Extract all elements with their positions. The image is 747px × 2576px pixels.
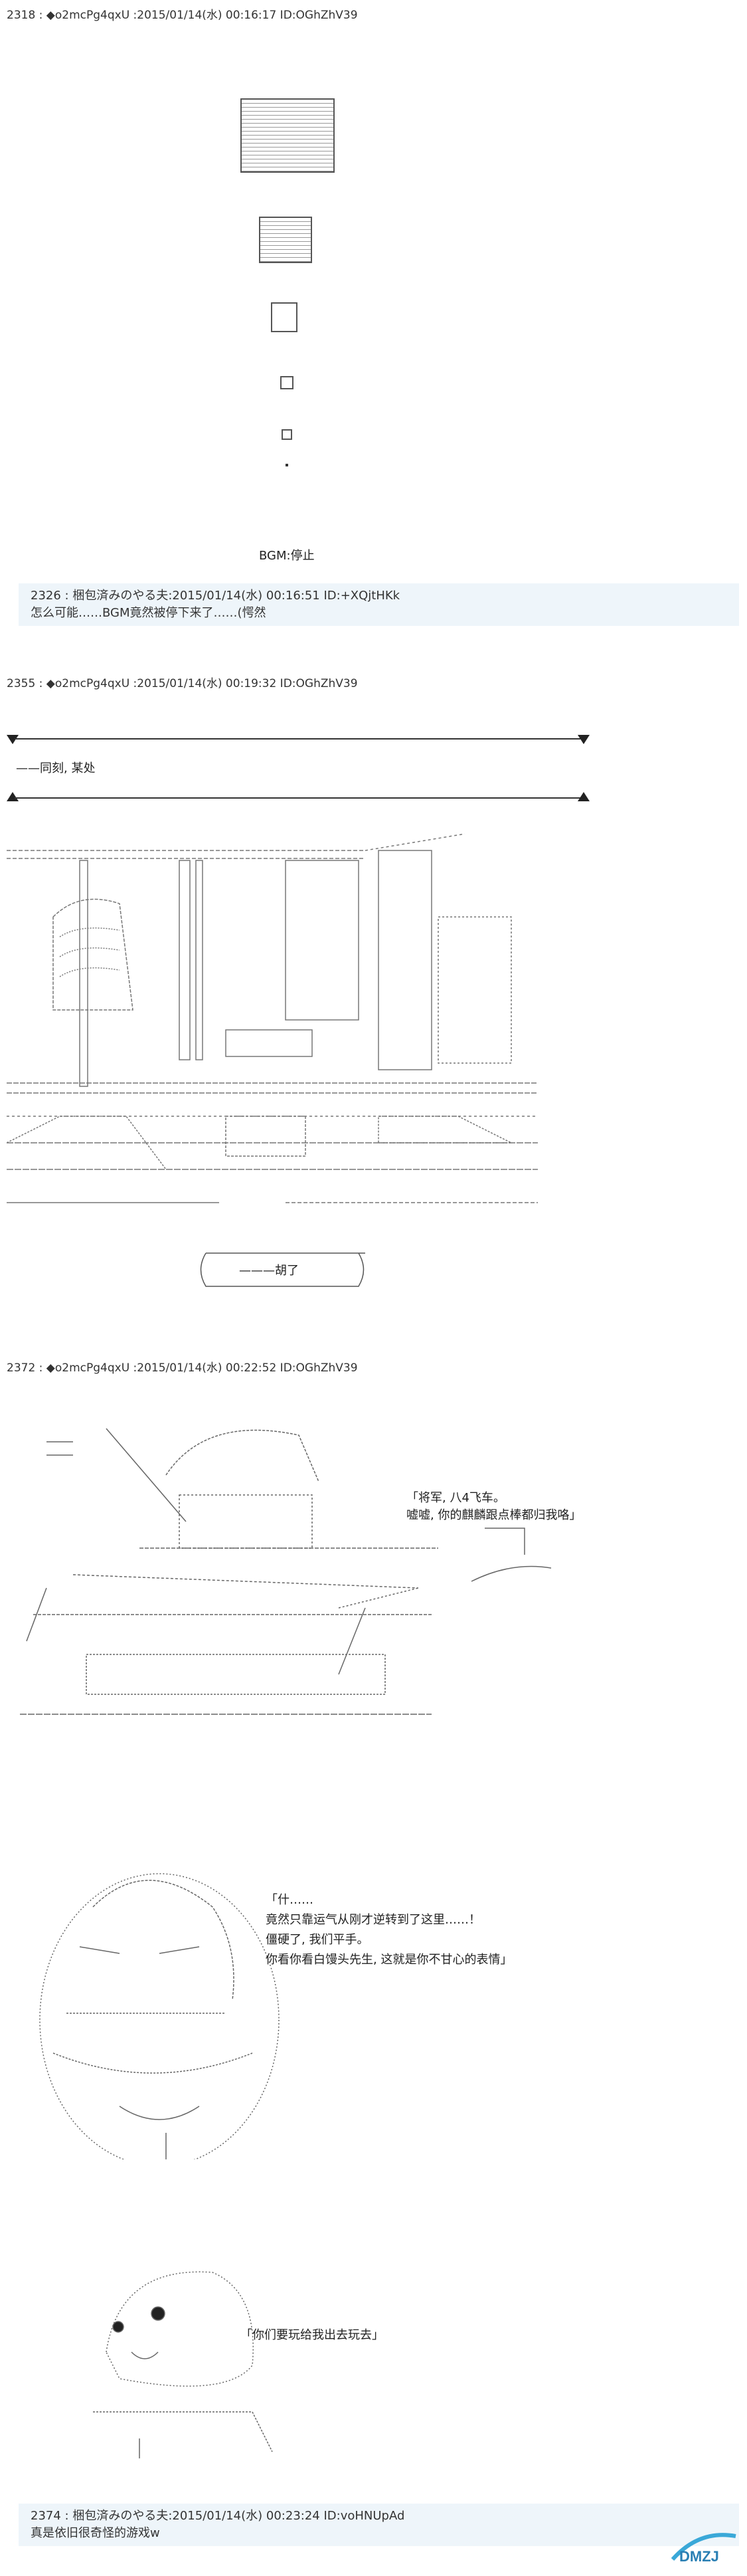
mahjong-players-svg: [20, 1428, 552, 1715]
bgm-status: BGM:停止: [259, 549, 315, 563]
speech-line: 「将军, 八4飞车。: [406, 1491, 505, 1505]
logo-text: DMZJ: [679, 2548, 719, 2565]
reply-block: 2326 : 梱包済みのやる夫:2015/01/14(水) 00:16:51 I…: [19, 583, 739, 626]
fading-dot: [286, 464, 288, 466]
manju-character-svg: [93, 2271, 273, 2458]
fading-window-small: [271, 302, 297, 332]
tile-frame: [193, 1246, 372, 1293]
separator-line: [15, 797, 580, 799]
fading-window-large: [240, 98, 335, 173]
town-scene-svg: [7, 833, 538, 1203]
scene-title: ——同刻, 某处: [16, 761, 96, 775]
fading-window-medium: [259, 217, 312, 263]
reply-text: 怎么可能……BGM竟然被停下来了……(愕然: [31, 606, 266, 620]
speech-text: 「你们要玩给我出去玩去」: [240, 2328, 384, 2342]
speech-line: 竟然只靠运气从刚才逆转到了这里……！: [266, 1913, 481, 1927]
speech-line: 你看你看白馒头先生, 这就是你不甘心的表情」: [266, 1953, 513, 1967]
tile-caption: ———胡了: [239, 1264, 299, 1278]
speech-line: 嘘嘘, 你的麒麟跟点棒都归我咯」: [406, 1508, 582, 1522]
manju-character-art: [80, 2259, 279, 2458]
triangle-up-icon: [578, 792, 590, 801]
reply-block: 2374 : 梱包済みのやる夫:2015/01/14(水) 00:23:24 I…: [19, 2504, 739, 2546]
reply-header: 2374 : 梱包済みのやる夫:2015/01/14(水) 00:23:24 I…: [31, 2509, 405, 2523]
mahjong-players-art: [7, 1415, 571, 1734]
fading-window-mini: [282, 429, 292, 440]
tile-frame-svg: [200, 1252, 365, 1287]
blushing-girl-svg: [39, 1873, 280, 2159]
logo-svg: DMZJ: [671, 2533, 736, 2565]
triangle-down-icon: [7, 735, 19, 744]
reply-header: 2326 : 梱包済みのやる夫:2015/01/14(水) 00:16:51 I…: [31, 589, 400, 603]
triangle-down-icon: [578, 735, 590, 744]
speech-line: 「什……: [266, 1893, 313, 1907]
town-scene-art: [7, 831, 538, 1223]
site-logo: DMZJ: [666, 2529, 739, 2569]
post-header: 2372 : ◆o2mcPg4qxU :2015/01/14(水) 00:22:…: [7, 1361, 358, 1375]
post-header: 2318 : ◆o2mcPg4qxU :2015/01/14(水) 00:16:…: [7, 9, 358, 22]
separator-line: [15, 738, 580, 740]
post-header: 2355 : ◆o2mcPg4qxU :2015/01/14(水) 00:19:…: [7, 677, 358, 690]
speech-line: 僵硬了, 我们平手。: [266, 1933, 369, 1947]
speech-text: 「将军, 八4飞车。嘘嘘, 你的麒麟跟点棒都归我咯」: [406, 1490, 581, 1524]
reply-text: 真是依旧很奇怪的游戏w: [31, 2526, 160, 2540]
fading-window-tiny: [280, 376, 293, 389]
speech-text: 「什…… 竟然只靠运气从刚才逆转到了这里……！ 僵硬了, 我们平手。你看你看白馒头先…: [266, 1890, 512, 1970]
triangle-up-icon: [7, 792, 19, 801]
blushing-girl-art: [13, 1854, 286, 2159]
